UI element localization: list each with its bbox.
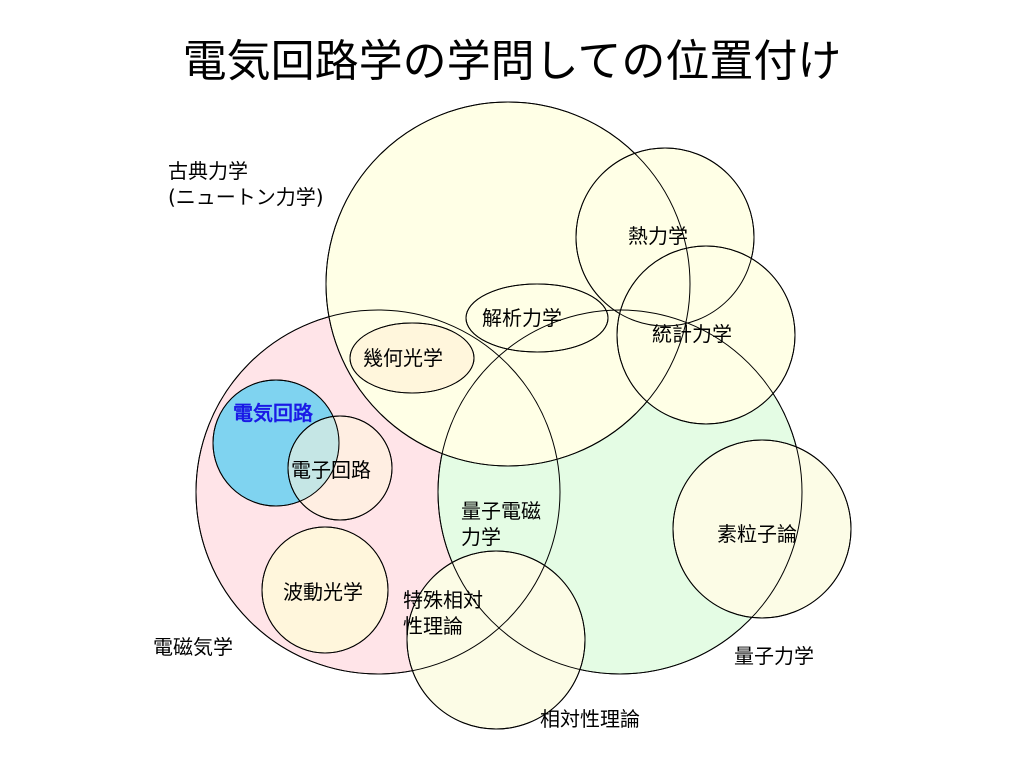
label-electromagnetism: 電磁気学: [153, 635, 233, 659]
label-geometric-optics: 幾何光学: [363, 346, 443, 370]
relativity-circle: [406, 550, 586, 730]
label-quantum-electrodynamics: 量子電磁 力学: [461, 498, 541, 550]
label-thermodynamics: 熱力学: [628, 224, 688, 248]
thermodynamics-outline: [575, 147, 755, 327]
label-classical-line2: (ニュートン力学): [168, 185, 324, 209]
label-electronic-circuit: 電子回路: [291, 458, 371, 482]
label-special-rel-line2: 性理論: [403, 614, 463, 638]
label-particle-physics: 素粒子論: [717, 522, 797, 546]
statistical-mechanics-outline: [616, 245, 796, 425]
circle-outlines: [195, 101, 852, 730]
label-special-rel-line1: 特殊相対: [403, 588, 483, 612]
geometric-optics-outline: [349, 322, 475, 394]
electric-circuit-outline: [212, 379, 340, 507]
label-qed-line1: 量子電磁: [461, 499, 541, 523]
label-statistical-mechanics: 統計力学: [652, 322, 732, 346]
label-quantum-mechanics: 量子力学: [734, 644, 814, 668]
relativity-outline: [406, 550, 586, 730]
label-electric-circuit: 電気回路: [233, 401, 313, 425]
electromagnetism-outline: [195, 309, 561, 675]
quantum-mechanics-outline: [437, 309, 803, 675]
classical-mechanics-outline: [325, 101, 691, 467]
electronic-circuit-outline: [287, 415, 393, 521]
wave-optics-outline: [261, 526, 389, 654]
label-classical-line1: 古典力学: [168, 159, 248, 183]
label-classical-mechanics: 古典力学 (ニュートン力学): [168, 158, 324, 210]
label-special-relativity: 特殊相対 性理論: [403, 587, 483, 639]
label-analytical-mechanics: 解析力学: [482, 306, 562, 330]
label-relativity: 相対性理論: [540, 707, 640, 731]
label-wave-optics: 波動光学: [283, 580, 363, 604]
particle-physics-outline: [672, 439, 852, 619]
slide-title: 電気回路学の学問しての位置付け: [182, 36, 842, 87]
label-qed-line2: 力学: [461, 525, 501, 549]
analytical-mechanics-outline: [465, 283, 609, 353]
